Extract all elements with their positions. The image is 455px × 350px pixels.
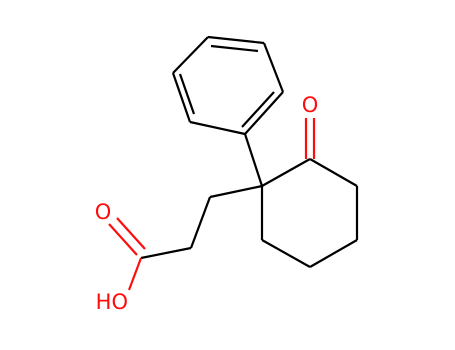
chain-bond (209, 184, 263, 199)
ring-bond (261, 158, 311, 187)
carbonyl-oxygen-label: O (95, 200, 112, 224)
hydroxyl-label: HO (96, 290, 128, 314)
phenyl-inner-bond (210, 44, 259, 53)
carboxyl-double-bond (108, 217, 146, 256)
phenyl-bond (171, 72, 192, 123)
ring-bond (309, 158, 358, 187)
ring-bond (261, 239, 311, 268)
phenyl-attach-bond (243, 133, 264, 187)
ring-bond (309, 239, 358, 268)
phenyl-inner-bond (178, 73, 196, 115)
cyclohexanone-ring (260, 158, 359, 268)
phenyl-bond (207, 35, 265, 45)
chain-bond (189, 196, 212, 249)
phenyl-bond (262, 42, 285, 93)
phenyl-ring (171, 35, 285, 136)
phenyl-inner-bond (241, 91, 275, 128)
ketone-oxygen-label: O (302, 93, 319, 117)
propanoic-acid-chain (140, 184, 263, 260)
phenyl-bond (189, 120, 246, 136)
phenyl-bond (244, 91, 284, 135)
hydroxyl-bond (127, 257, 143, 291)
carboxyl-bond (108, 223, 138, 256)
phenyl-bond (172, 36, 209, 74)
carboxyl-bond (116, 217, 146, 250)
chain-bond (140, 246, 192, 260)
ketone-double-bond (304, 118, 316, 159)
